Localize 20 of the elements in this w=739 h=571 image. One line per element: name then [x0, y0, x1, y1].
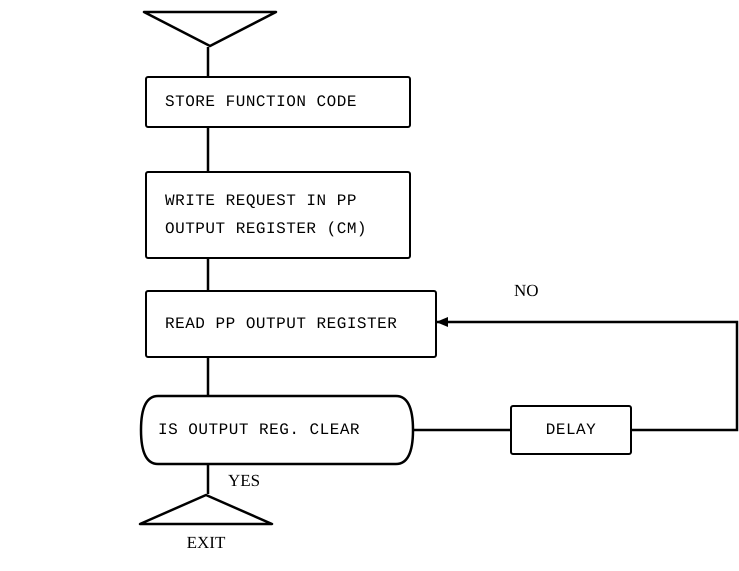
connector-line	[206, 465, 210, 494]
process-box	[145, 171, 411, 259]
connector-line	[206, 259, 210, 290]
edge-label: NO	[512, 282, 541, 299]
step-text: WRITE REQUEST IN PP OUTPUT REGISTER (CM)	[164, 191, 368, 240]
step-text: READ PP OUTPUT REGISTER	[164, 314, 398, 335]
connector-line	[206, 128, 210, 171]
process-box	[510, 405, 632, 455]
exit-triangle	[138, 494, 274, 526]
process-box	[145, 76, 411, 128]
connector-line	[414, 428, 510, 432]
connector-triangle	[142, 10, 278, 48]
step-text: DELAY	[546, 420, 596, 441]
step-text: IS OUTPUT REG. CLEAR	[157, 420, 362, 441]
arrow	[436, 317, 738, 432]
process-box	[145, 290, 437, 358]
step-text: STORE FUNCTION CODE	[164, 92, 358, 113]
exit-label: EXIT	[186, 534, 226, 551]
connector-line	[206, 358, 210, 395]
connector-line	[206, 47, 210, 76]
